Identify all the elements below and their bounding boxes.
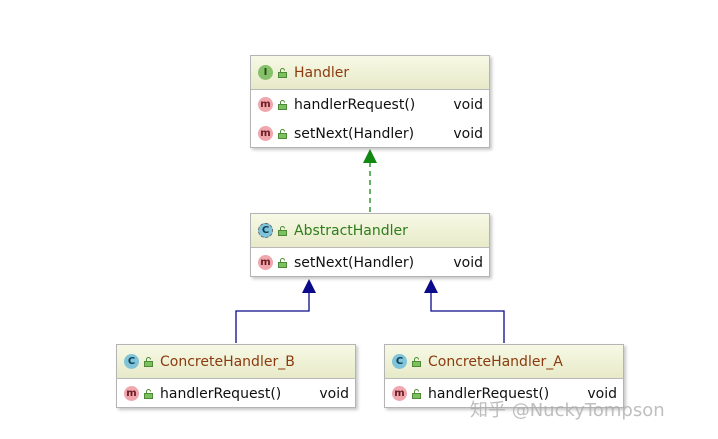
method-icon: m <box>258 255 273 270</box>
watermark: 知乎 @NuckyTompson <box>470 400 665 421</box>
class-name: AbstractHandler <box>294 222 408 239</box>
class-header: C AbstractHandler <box>251 214 489 248</box>
realization-arrowhead <box>363 149 377 163</box>
public-lock-icon <box>278 257 287 268</box>
public-lock-icon <box>278 67 287 78</box>
class-header: C ConcreteHandler_A <box>385 345 623 379</box>
class-icon: C <box>124 354 139 369</box>
method-name: handlerRequest() <box>160 385 282 402</box>
method-row[interactable]: m handlerRequest() void <box>117 379 355 408</box>
class-box-concrete-handler-b[interactable]: C ConcreteHandler_B m handlerRequest() v… <box>116 344 356 408</box>
inheritance-line-a <box>430 292 505 343</box>
method-return-type: void <box>453 96 483 113</box>
method-icon: m <box>124 386 139 401</box>
method-row[interactable]: m handlerRequest() void <box>385 379 623 408</box>
class-box-concrete-handler-a[interactable]: C ConcreteHandler_A m handlerRequest() v… <box>384 344 624 408</box>
method-row[interactable]: m setNext(Handler) void <box>251 119 489 148</box>
method-return-type: void <box>319 385 349 402</box>
method-return-type: void <box>453 254 483 271</box>
inheritance-arrowhead-a <box>424 279 438 293</box>
class-box-abstract-handler[interactable]: C AbstractHandler m setNext(Handler) voi… <box>250 213 490 277</box>
public-lock-icon <box>412 356 421 367</box>
class-name: Handler <box>294 64 350 81</box>
method-row[interactable]: m setNext(Handler) void <box>251 248 489 277</box>
method-name: setNext(Handler) <box>294 125 415 142</box>
public-lock-icon <box>144 388 153 399</box>
class-header: C ConcreteHandler_B <box>117 345 355 379</box>
public-lock-icon <box>278 99 287 110</box>
method-icon: m <box>392 386 407 401</box>
public-lock-icon <box>412 388 421 399</box>
method-return-type: void <box>587 385 617 402</box>
method-name: setNext(Handler) <box>294 254 415 271</box>
class-name: ConcreteHandler_A <box>428 353 563 370</box>
method-row[interactable]: m handlerRequest() void <box>251 90 489 119</box>
method-name: handlerRequest() <box>428 385 550 402</box>
abstract-class-icon: C <box>258 223 273 238</box>
inheritance-arrowhead-b <box>302 279 316 293</box>
method-icon: m <box>258 97 273 112</box>
class-name: ConcreteHandler_B <box>160 353 295 370</box>
public-lock-icon <box>278 225 287 236</box>
class-box-handler[interactable]: I Handler m handlerRequest() void m setN… <box>250 55 490 148</box>
inheritance-line-b <box>235 292 310 343</box>
public-lock-icon <box>144 356 153 367</box>
public-lock-icon <box>278 128 287 139</box>
method-name: handlerRequest() <box>294 96 416 113</box>
method-icon: m <box>258 126 273 141</box>
class-icon: C <box>392 354 407 369</box>
method-return-type: void <box>453 125 483 142</box>
class-header: I Handler <box>251 56 489 90</box>
interface-icon: I <box>258 65 273 80</box>
